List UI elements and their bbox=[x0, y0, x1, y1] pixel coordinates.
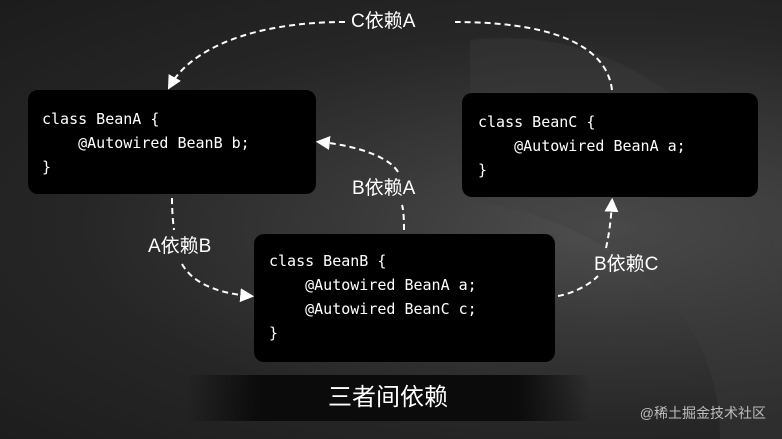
diagram-caption: 三者间依赖 bbox=[328, 384, 448, 411]
code-line: @Autowired BeanC c; bbox=[269, 300, 477, 318]
edge-label-b-depends-c: B依赖C bbox=[594, 254, 659, 275]
code-line: } bbox=[269, 324, 279, 342]
arrow-b-to-c bbox=[557, 202, 612, 297]
code-line: @Autowired BeanA a; bbox=[478, 137, 686, 155]
code-line: class BeanC { bbox=[478, 113, 596, 131]
code-line: } bbox=[478, 161, 488, 179]
bean-a-code-box: class BeanA { @Autowired BeanB b; } bbox=[28, 90, 316, 194]
code-line: } bbox=[42, 158, 52, 176]
code-line: class BeanA { bbox=[42, 110, 160, 128]
edge-label-c-depends-a: C依赖A bbox=[351, 11, 416, 32]
bean-b-code-box: class BeanB { @Autowired BeanA a; @Autow… bbox=[254, 234, 555, 362]
edge-label-a-depends-b: A依赖B bbox=[148, 236, 212, 257]
caption-band bbox=[186, 375, 590, 421]
code-line: @Autowired BeanB b; bbox=[42, 134, 250, 152]
code-line: @Autowired BeanA a; bbox=[269, 276, 477, 294]
edge-label-b-depends-a: B依赖A bbox=[352, 178, 416, 199]
bean-c-code-box: class BeanC { @Autowired BeanA a; } bbox=[462, 93, 758, 197]
code-line: class BeanB { bbox=[269, 252, 387, 270]
watermark-text: @稀土掘金技术社区 bbox=[639, 405, 766, 421]
